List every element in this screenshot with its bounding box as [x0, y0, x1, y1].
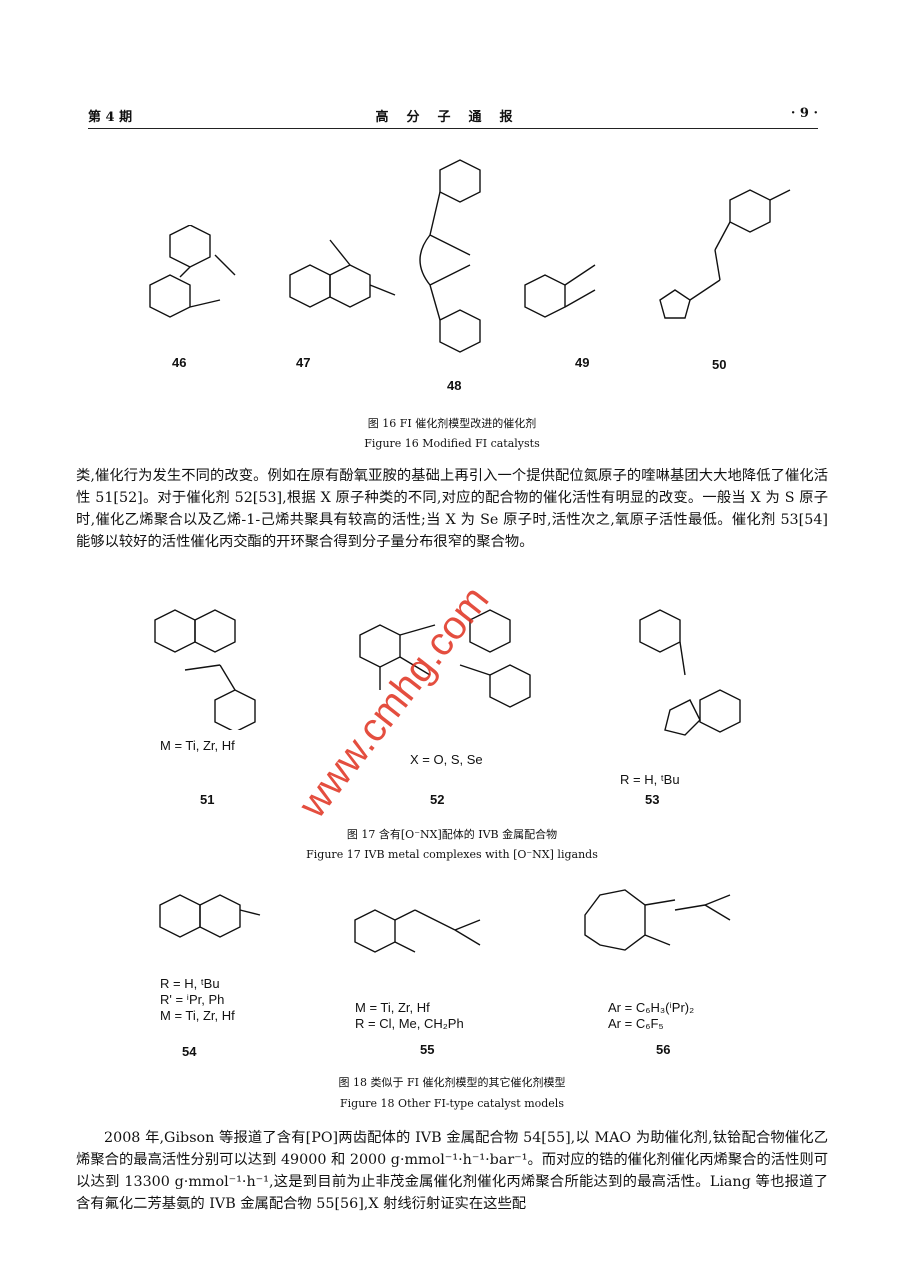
structure-48	[419, 159, 481, 353]
sub-54-line: R' = ⁱPr, Ph	[160, 992, 225, 1007]
sub-55-line: M = Ti, Zr, Hf	[355, 1000, 430, 1015]
structure-56	[584, 889, 731, 951]
issue-number: 第 4 期	[88, 110, 133, 125]
page-number: · 9 ·	[790, 106, 818, 121]
journal-title: 高分子通报	[375, 110, 531, 125]
compound-46: 46	[172, 355, 187, 370]
structure-46	[149, 225, 236, 318]
structure-52	[359, 609, 531, 708]
figure-18-caption-cn: 图 18 类似于 FI 催化剂模型的其它催化剂模型	[338, 1076, 566, 1089]
sub-54-line: R = H, ᵗBu	[160, 976, 220, 991]
figure-18-caption-en: Figure 18 Other FI-type catalyst models	[340, 1097, 564, 1110]
compound-56: 56	[656, 1042, 671, 1057]
compound-48: 48	[447, 378, 462, 393]
structure-53	[639, 609, 741, 736]
structure-47	[289, 239, 396, 308]
sub-52: X = O, S, Se	[410, 752, 483, 767]
compound-53: 53	[645, 792, 660, 807]
figure-17-caption-cn: 图 17 含有[O⁻NX]配体的 IVB 金属配合物	[346, 828, 558, 841]
sub-56-line: Ar = C₆F₅	[608, 1016, 664, 1031]
figure-17-caption-en: Figure 17 IVB metal complexes with [O⁻NX…	[306, 848, 598, 861]
body-paragraph-2: 2008 年,Gibson 等报道了含有[PO]两齿配体的 IVB 金属配合物 …	[76, 1127, 828, 1215]
paragraph-text: 类,催化行为发生不同的改变。例如在原有酚氧亚胺的基础上再引入一个提供配位氮原子的…	[76, 468, 828, 550]
structure-51	[154, 609, 256, 730]
compound-51: 51	[200, 792, 215, 807]
compound-55: 55	[420, 1042, 435, 1057]
running-header: 第 4 期 高分子通报 · 9 ·	[88, 104, 818, 129]
figure-16-caption-en: Figure 16 Modified FI catalysts	[364, 437, 540, 450]
paragraph-text: 2008 年,Gibson 等报道了含有[PO]两齿配体的 IVB 金属配合物 …	[76, 1130, 828, 1212]
sub-54-line: M = Ti, Zr, Hf	[160, 1008, 235, 1023]
compound-52: 52	[430, 792, 445, 807]
structure-50	[659, 189, 791, 319]
sub-55-line: R = Cl, Me, CH₂Ph	[355, 1016, 464, 1031]
sub-51: M = Ti, Zr, Hf	[160, 738, 235, 753]
sub-56-line: Ar = C₆H₃(ⁱPr)₂	[608, 1000, 695, 1015]
compound-49: 49	[575, 355, 590, 370]
structure-54	[159, 894, 261, 938]
compound-50: 50	[712, 357, 727, 372]
figure-16-caption-cn: 图 16 FI 催化剂模型改进的催化剂	[367, 417, 537, 430]
compound-54: 54	[182, 1044, 197, 1059]
sub-53: R = H, ᵗBu	[620, 772, 680, 787]
structure-55	[354, 909, 481, 953]
compound-47: 47	[296, 355, 311, 370]
structure-49	[524, 264, 596, 318]
body-paragraph-1: 类,催化行为发生不同的改变。例如在原有酚氧亚胺的基础上再引入一个提供配位氮原子的…	[76, 465, 828, 553]
